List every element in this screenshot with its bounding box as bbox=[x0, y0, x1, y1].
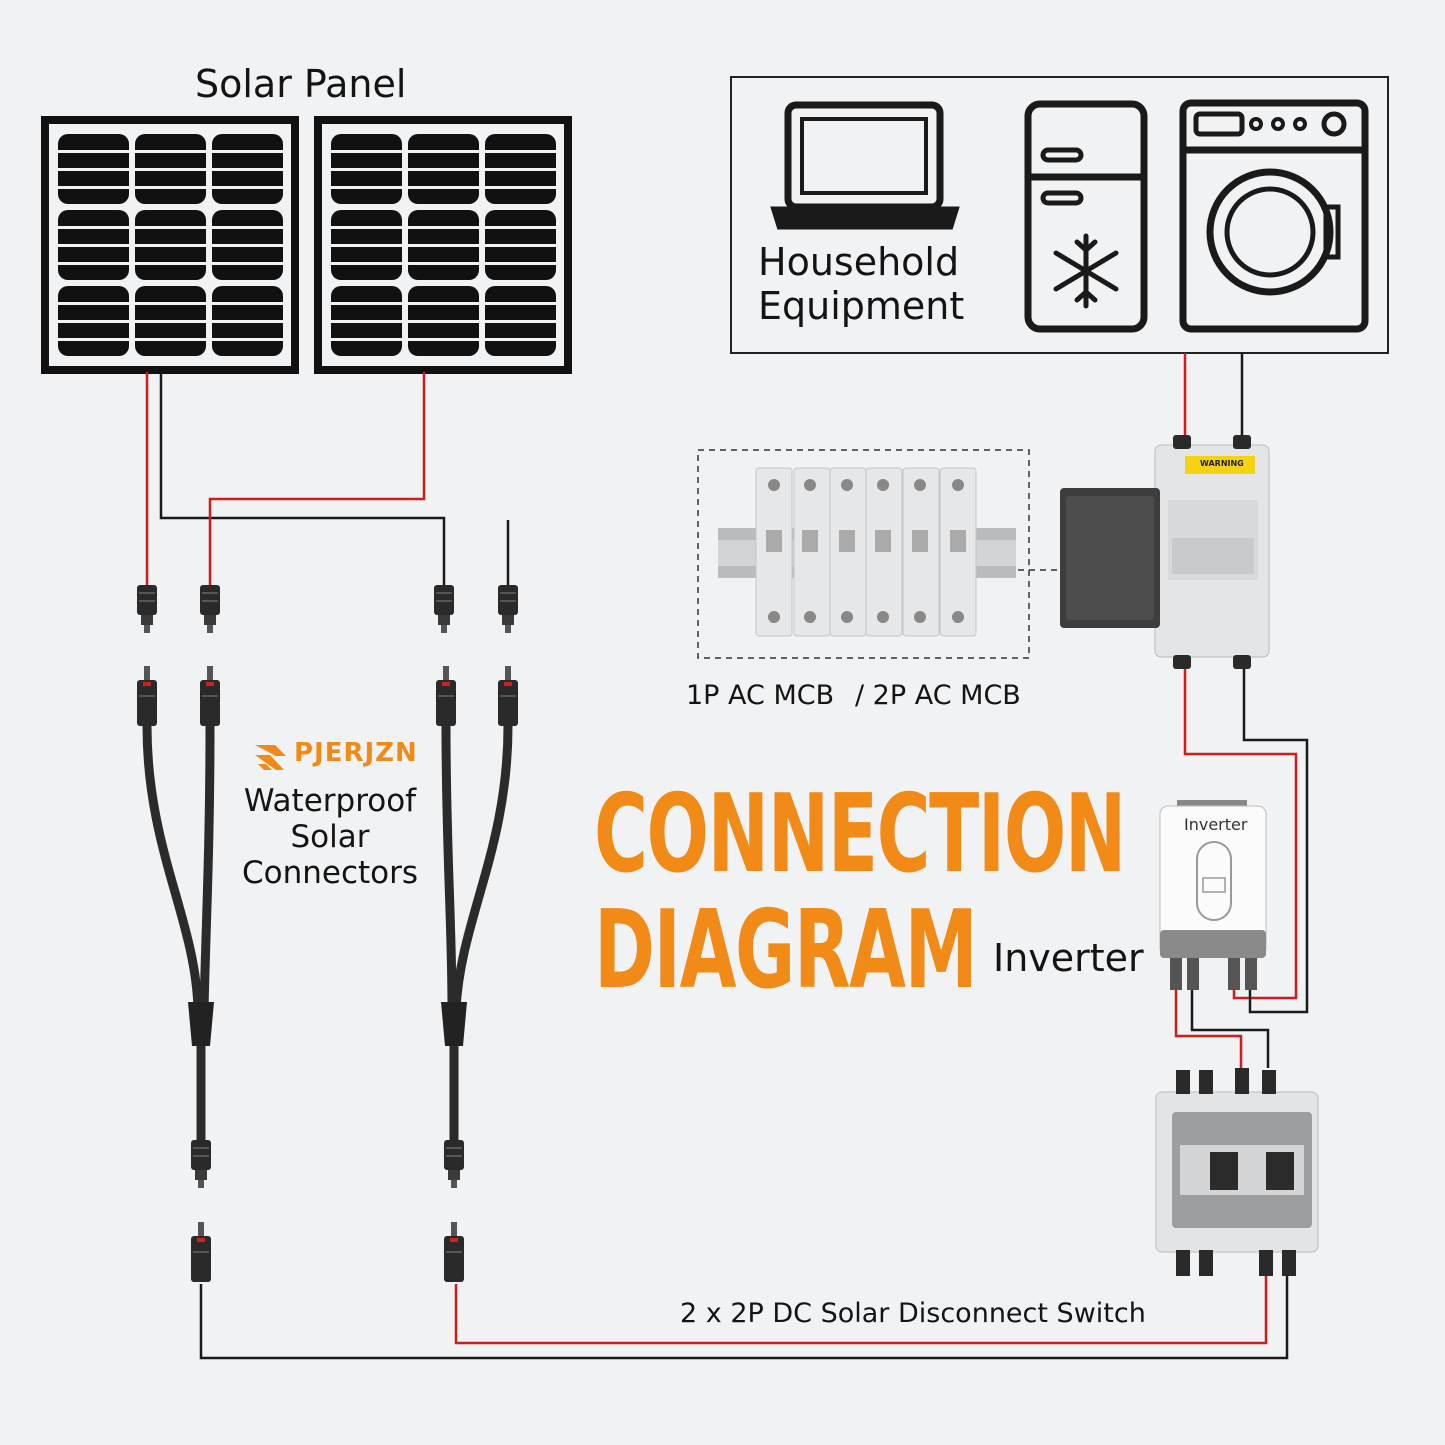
household-equipment-label: Household Equipment bbox=[758, 240, 965, 328]
solar-panel-right bbox=[314, 116, 572, 374]
mcb-2p-label: / 2P AC MCB bbox=[855, 680, 1021, 711]
inverter-device bbox=[1159, 800, 1267, 990]
inverter-device-label: Inverter bbox=[1184, 815, 1248, 834]
solar-panel-left bbox=[41, 116, 299, 374]
brand-name: PJERJZN bbox=[294, 738, 418, 768]
y-junction-right bbox=[441, 1002, 467, 1046]
diagram-title-line1: CONNECTION bbox=[594, 772, 1126, 897]
laptop-icon bbox=[770, 101, 960, 230]
diagram-title-line2: DIAGRAM bbox=[594, 888, 978, 1013]
mcb-breaker-row bbox=[697, 449, 1030, 659]
household-equipment-box bbox=[730, 76, 1389, 354]
mc4-connectors bbox=[136, 584, 519, 1283]
wire-left-panel-negative bbox=[159, 372, 446, 588]
wire-bottom-negative bbox=[199, 1275, 1289, 1360]
y-branch-cables bbox=[142, 721, 513, 1147]
y-junction-left bbox=[188, 1002, 214, 1046]
ac-distribution-box bbox=[1060, 435, 1270, 669]
disconnect-switch-label: 2 x 2P DC Solar Disconnect Switch bbox=[680, 1298, 1146, 1329]
washing-machine-icon bbox=[1179, 99, 1369, 333]
wiring bbox=[145, 353, 1309, 1360]
wire-bottom-positive bbox=[454, 1275, 1268, 1345]
solar-panel-title: Solar Panel bbox=[195, 62, 407, 106]
inverter-label: Inverter bbox=[993, 936, 1144, 980]
dc-disconnect-switch bbox=[1155, 1068, 1319, 1276]
refrigerator-icon bbox=[1024, 100, 1148, 333]
mcb-1p-label: 1P AC MCB bbox=[686, 680, 835, 711]
connectors-label: Waterproof Solar Connectors bbox=[241, 783, 419, 891]
wire-right-panel-positive bbox=[208, 372, 426, 588]
warning-label: WARNING bbox=[1200, 459, 1244, 468]
pjerjzn-logo-icon bbox=[255, 745, 286, 770]
